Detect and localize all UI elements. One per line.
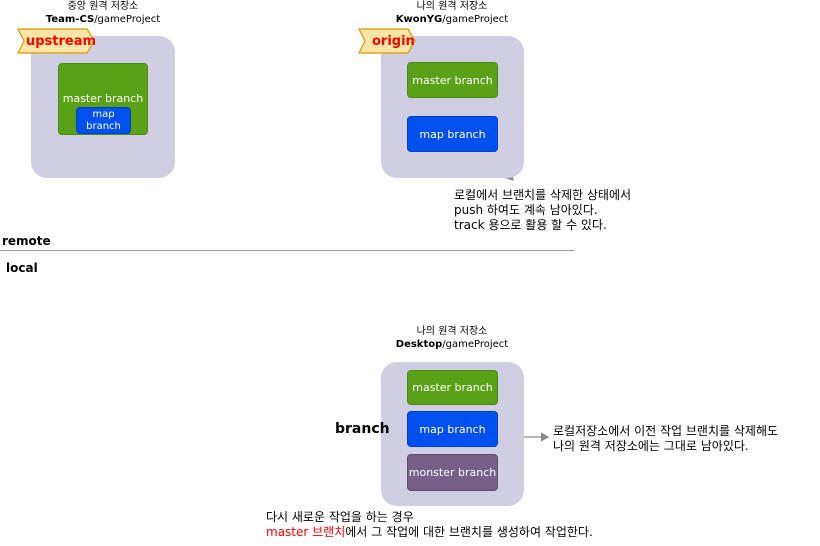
origin-note: 로컬에서 브랜치를 삭제한 상태에서 push 하여도 계속 남아있다. tra… xyxy=(454,188,631,233)
local-repo-title: 나의 원격 저장소 Desktop/gameProject xyxy=(380,325,524,351)
upstream-repo-title-line1: 중앙 원격 저장소 xyxy=(67,1,139,12)
local-monster-branch: monster branch xyxy=(407,454,498,491)
origin-repo-title-line1: 나의 원격 저장소 xyxy=(416,1,488,12)
origin-tag: origin xyxy=(358,28,416,54)
upstream-repo-owner: Team-CS xyxy=(45,14,95,25)
upstream-tag: upstream xyxy=(17,28,97,54)
local-map-branch-label: map branch xyxy=(419,422,486,436)
local-map-note: 로컬저장소에서 이전 작업 브랜치를 삭제해도 나의 원격 저장소에는 그대로 … xyxy=(553,424,778,454)
origin-map-branch-label: map branch xyxy=(419,127,486,141)
origin-tag-shape xyxy=(358,28,416,54)
bottom-note-line2: master 브랜치에서 그 작업에 대한 브랜치를 생성하여 작업한다. xyxy=(266,525,593,540)
upstream-repo-path: /gameProject xyxy=(94,14,161,25)
bottom-note-highlight: master 브랜치 xyxy=(266,525,346,539)
origin-master-branch-label: master branch xyxy=(412,73,493,87)
upstream-tag-shape xyxy=(17,28,95,54)
upstream-map-branch-label: map branch xyxy=(86,108,121,132)
origin-note-line2: push 하여도 계속 남아있다. xyxy=(454,203,598,217)
local-master-branch-label: master branch xyxy=(412,381,493,394)
bottom-note-line1: 다시 새로운 작업을 하는 경우 xyxy=(266,510,414,524)
upstream-master-branch: master branch xyxy=(58,63,148,135)
origin-repo-title: 나의 원격 저장소 KwonYG/gameProject xyxy=(380,0,524,26)
origin-repo-owner: KwonYG xyxy=(395,14,443,25)
origin-tag-label: origin xyxy=(372,33,415,49)
local-map-note-line1: 로컬저장소에서 이전 작업 브랜치를 삭제해도 xyxy=(553,424,779,438)
upstream-master-branch-label: master branch xyxy=(62,92,144,105)
remote-local-divider xyxy=(0,250,574,251)
bottom-note-rest: 에서 그 작업에 대한 브랜치를 생성하여 작업한다. xyxy=(345,525,593,539)
origin-master-branch: master branch xyxy=(407,62,498,98)
remote-label: remote xyxy=(2,234,51,248)
branch-arrow-label: branch xyxy=(335,421,390,437)
local-repo-path: /gameProject xyxy=(442,339,509,350)
origin-note-line1: 로컬에서 브랜치를 삭제한 상태에서 xyxy=(454,188,632,202)
local-master-branch: master branch xyxy=(407,370,498,405)
upstream-tag-label: upstream xyxy=(26,33,97,49)
local-map-branch: map branch xyxy=(407,411,498,447)
local-monster-branch-label: monster branch xyxy=(408,466,497,479)
local-repo-owner: Desktop xyxy=(395,339,443,350)
origin-map-branch: map branch xyxy=(407,116,498,152)
local-label: local xyxy=(6,261,38,275)
origin-note-line3: track 용으로 활용 할 수 있다. xyxy=(454,218,607,232)
origin-repo-box xyxy=(381,36,524,178)
local-repo-title-line1: 나의 원격 저장소 xyxy=(416,326,488,337)
local-map-note-line2: 나의 원격 저장소에는 그대로 남아있다. xyxy=(553,439,749,453)
origin-repo-path: /gameProject xyxy=(442,14,509,25)
bottom-note: 다시 새로운 작업을 하는 경우 master 브랜치에서 그 작업에 대한 브… xyxy=(266,510,593,540)
upstream-map-branch: map branch xyxy=(76,107,131,134)
upstream-repo-title: 중앙 원격 저장소 Team-CS/gameProject xyxy=(30,0,176,26)
